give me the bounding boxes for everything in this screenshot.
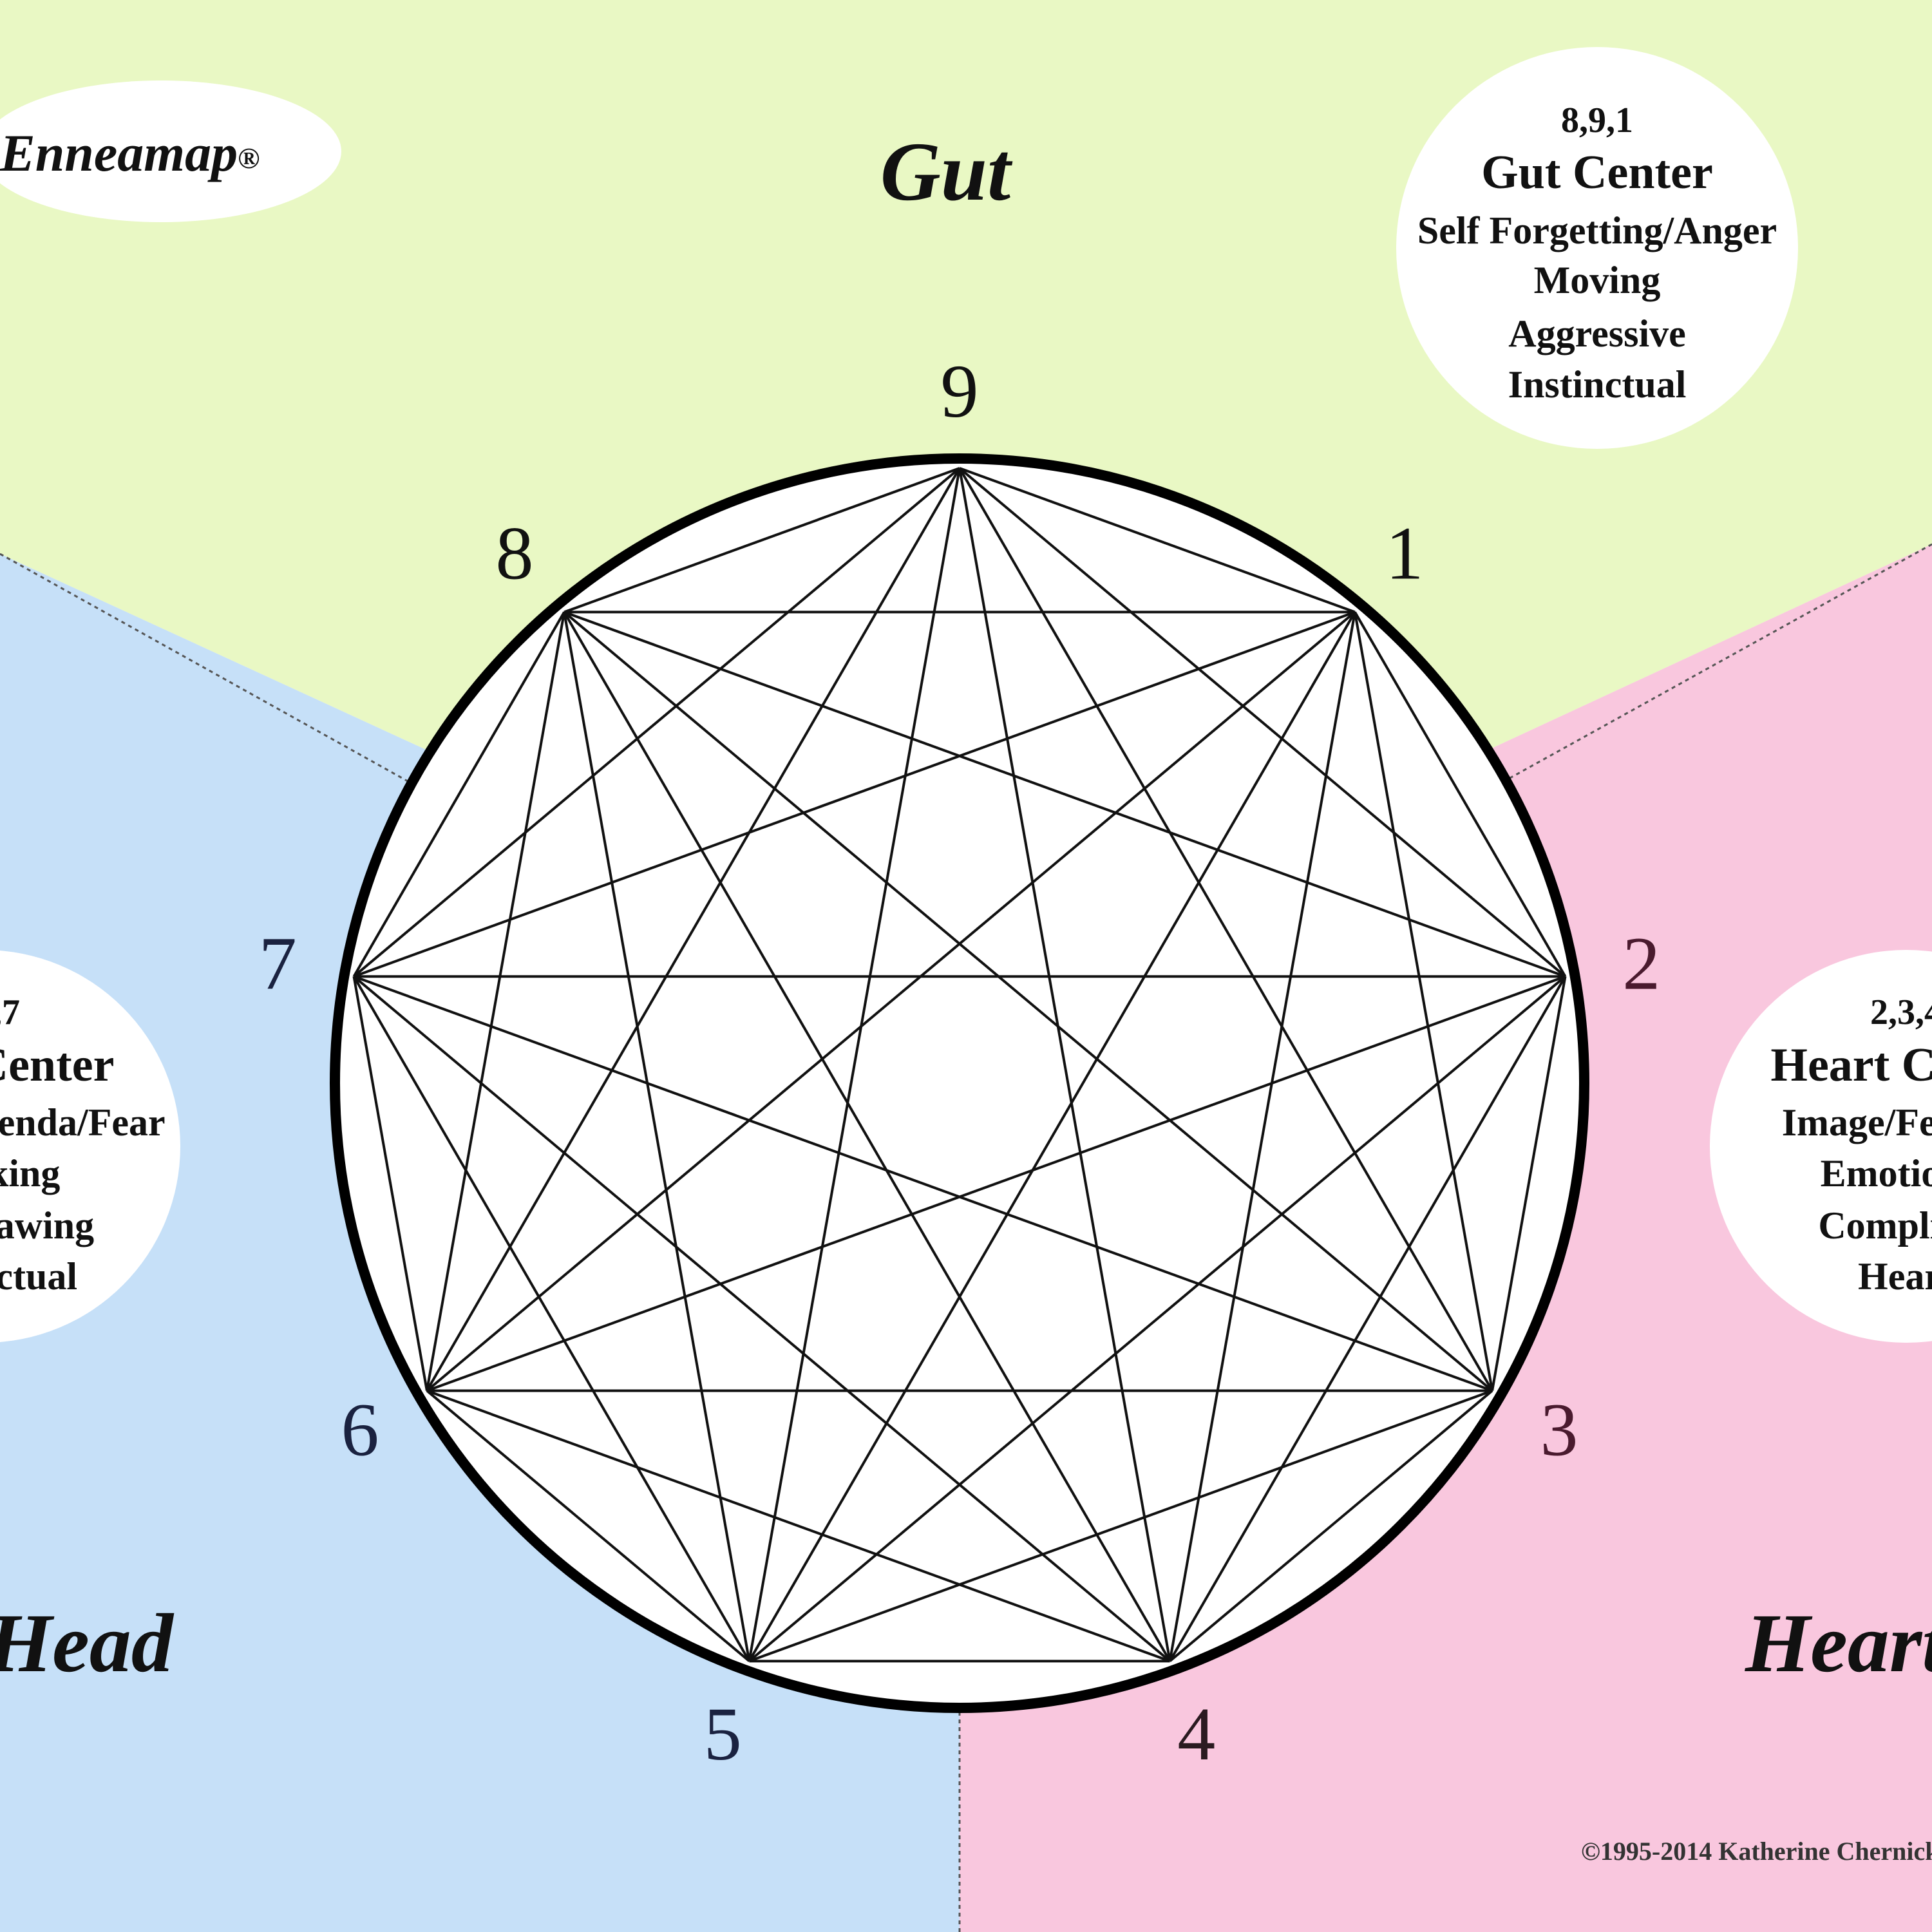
point-label-4: 4: [1177, 1692, 1215, 1776]
head-center-line-4: Intellectual: [0, 1255, 77, 1298]
heart-center-types: 2,3,4: [1870, 992, 1932, 1032]
gut-center-line-3: Aggressive: [1508, 312, 1686, 355]
point-label-9: 9: [941, 349, 979, 433]
connection-5-9: [748, 468, 961, 1662]
point-label-8: 8: [496, 511, 534, 596]
gut-center-line-4: Instinctual: [1508, 363, 1687, 406]
connection-5-8: [563, 612, 751, 1662]
head-center-title: Head Center: [0, 1039, 114, 1092]
gut-center-types: 8,9,1: [1561, 100, 1633, 140]
connection-2-3: [1491, 976, 1567, 1391]
logo-bubble: [0, 80, 341, 222]
heart-center-line-2: Emotional: [1821, 1152, 1932, 1195]
point-label-6: 6: [341, 1388, 379, 1472]
connection-4-6: [426, 1389, 1171, 1663]
connection-6-9: [426, 467, 961, 1392]
connection-4-9: [958, 468, 1171, 1662]
heart-center-line-1: Image/Feelings: [1782, 1101, 1932, 1144]
connection-6-8: [425, 612, 566, 1391]
head-center-line-3: Withdrawing: [0, 1204, 94, 1247]
logo-registered-mark: ®: [238, 142, 260, 175]
head-center-bubble: 5,6,7 Head Center Security/Agenda/Fear T…: [0, 951, 180, 1342]
heart-title: Heart: [1745, 1597, 1932, 1690]
connection-1-6: [426, 611, 1356, 1392]
head-center-line-2: Thinking: [0, 1152, 60, 1195]
point-label-7: 7: [259, 921, 297, 1005]
connection-2-6: [426, 975, 1566, 1392]
connection-4-8: [563, 611, 1171, 1662]
head-title: Head: [0, 1597, 175, 1690]
logo: Enneamap®: [0, 80, 341, 222]
connection-2-5: [748, 975, 1566, 1662]
connection-4-7: [353, 975, 1171, 1662]
point-label-5: 5: [704, 1692, 742, 1776]
head-center-types: 5,6,7: [0, 992, 20, 1032]
connection-7-8: [352, 611, 565, 978]
svg-text:Enneamap®: Enneamap®: [0, 124, 260, 182]
connection-2-4: [1168, 976, 1567, 1662]
enneagram-points: 1 2 3 4 5 6 7 8 9: [259, 349, 1660, 1776]
connection-1-9: [959, 467, 1356, 614]
enneagram-connections: [352, 467, 1567, 1663]
connection-3-8: [563, 611, 1493, 1392]
logo-name: Enneamap: [0, 124, 238, 182]
connection-1-4: [1168, 612, 1356, 1662]
copyright-notice: ©1995-2014 Katherine Chernick Fauvre: [1581, 1837, 1932, 1866]
point-label-2: 2: [1622, 921, 1660, 1005]
point-label-1: 1: [1386, 511, 1424, 596]
gut-center-line-1: Self Forgetting/Anger: [1417, 209, 1777, 252]
gut-center-title: Gut Center: [1481, 146, 1713, 199]
connection-3-9: [958, 467, 1493, 1392]
heart-center-line-4: Heart: [1858, 1255, 1932, 1298]
connection-2-8: [564, 611, 1566, 978]
heart-center-bubble: 2,3,4 Heart Center Image/Feelings Emotio…: [1710, 950, 1932, 1343]
heart-center-line-3: Compliant: [1818, 1204, 1932, 1247]
connection-3-5: [748, 1389, 1493, 1663]
point-label-3: 3: [1540, 1388, 1578, 1472]
heart-center-title: Heart Center: [1770, 1039, 1932, 1092]
head-bubble-circle: [0, 951, 180, 1342]
gut-title: Gut: [880, 126, 1013, 218]
connection-1-7: [353, 611, 1356, 978]
connection-3-7: [353, 975, 1493, 1392]
connection-7-9: [353, 467, 961, 978]
connection-5-7: [352, 976, 751, 1662]
connection-3-4: [1169, 1389, 1493, 1662]
connection-1-3: [1353, 612, 1494, 1391]
head-center-line-1: Security/Agenda/Fear: [0, 1101, 166, 1144]
connection-5-6: [426, 1389, 750, 1662]
enneagram-circle: [330, 453, 1589, 1713]
connection-1-2: [1354, 611, 1567, 978]
connection-2-9: [958, 467, 1566, 978]
connection-6-7: [352, 976, 428, 1391]
connection-1-5: [748, 611, 1356, 1662]
heart-bubble-circle: [1710, 950, 1932, 1343]
gut-center-line-2: Moving: [1534, 259, 1661, 301]
connection-8-9: [564, 467, 960, 614]
gut-center-bubble: 8,9,1 Gut Center Self Forgetting/Anger M…: [1396, 47, 1798, 449]
gut-bubble-circle: [1396, 47, 1798, 449]
